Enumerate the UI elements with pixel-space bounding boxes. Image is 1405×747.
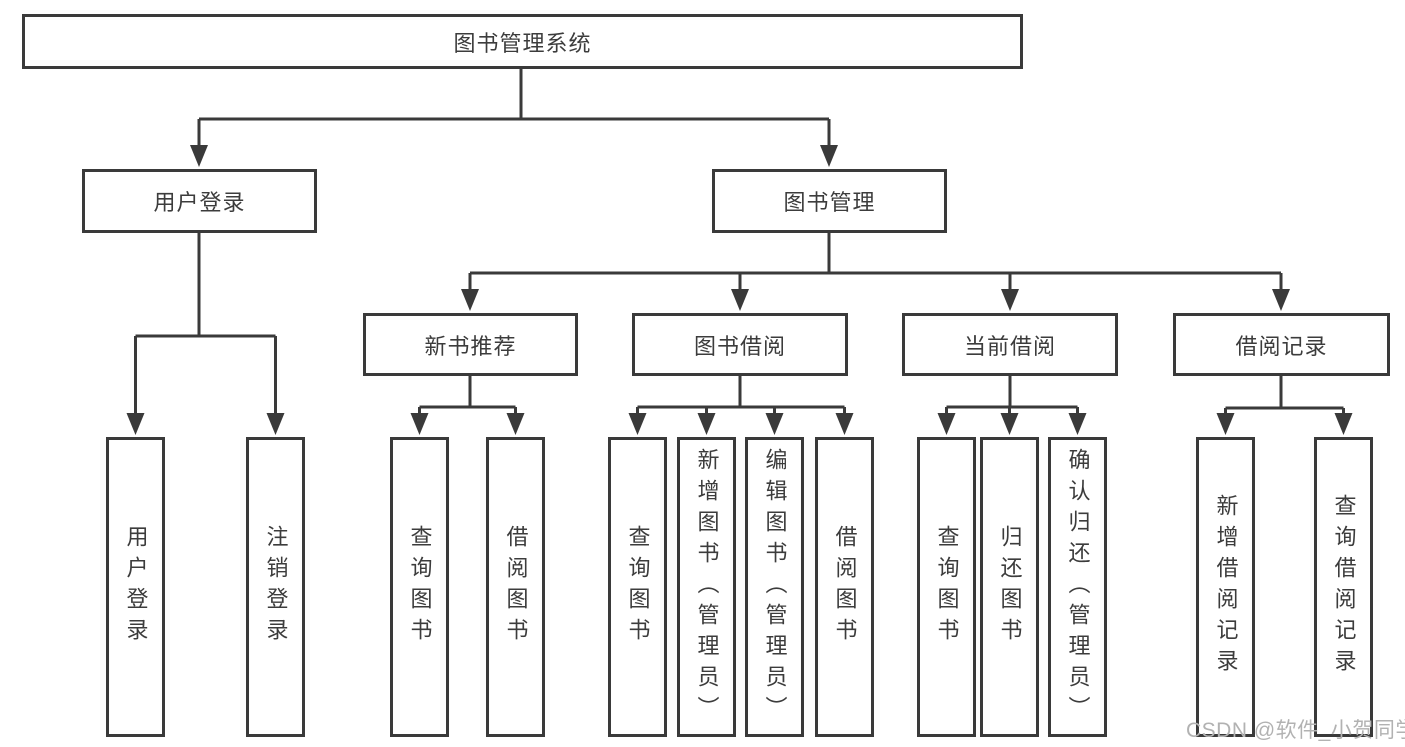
leaf-edit-book-admin: 编辑图书（管理员）	[745, 437, 804, 737]
connector-root-to-level1	[197, 68, 831, 147]
node-label: 查询图书	[934, 525, 960, 649]
node-label: 图书管理	[783, 190, 876, 215]
node-label: 新增图书（管理员）	[694, 447, 720, 727]
arrowhead	[266, 413, 285, 435]
connector-new-book-group	[418, 376, 517, 415]
leaf-add-book-admin: 新增图书（管理员）	[677, 437, 736, 737]
node-label: 用户登录	[153, 190, 246, 215]
leaf-query-borrow-record: 查询借阅记录	[1314, 437, 1373, 737]
node-label: 查询图书	[625, 525, 651, 649]
connector-user-login-group	[134, 233, 277, 415]
arrowhead	[628, 413, 647, 435]
node-user-login: 用户登录	[82, 169, 317, 233]
node-label: 借阅图书	[503, 525, 529, 649]
arrowhead	[461, 289, 479, 311]
node-label: 当前借阅	[963, 333, 1056, 359]
node-label: 注销登录	[263, 525, 289, 649]
connector-current-borrow-group	[945, 376, 1079, 415]
arrowhead	[1068, 413, 1087, 435]
arrowhead	[506, 413, 525, 435]
arrowhead	[1272, 289, 1290, 311]
leaf-add-borrow-record: 新增借阅记录	[1196, 437, 1255, 737]
leaf-borrow-books-under-book-borrowing: 借阅图书	[815, 437, 874, 737]
node-label: 借阅图书	[832, 525, 858, 649]
leaf-query-books-under-book-borrowing: 查询图书	[608, 437, 667, 737]
node-label: 借阅记录	[1235, 333, 1328, 359]
arrowhead	[410, 413, 429, 435]
arrowhead	[1001, 289, 1019, 311]
connector-borrow-records-group	[1224, 376, 1345, 415]
leaf-logout: 注销登录	[246, 437, 305, 737]
node-label: 编辑图书（管理员）	[762, 447, 788, 727]
connector-book-mgmt-to-level2	[468, 233, 1283, 291]
node-book-management: 图书管理	[712, 169, 947, 233]
arrowhead	[937, 413, 956, 435]
node-current-borrowing: 当前借阅	[902, 313, 1118, 376]
leaf-borrow-books-under-new-book: 借阅图书	[486, 437, 545, 737]
node-label: 确认归还（管理员）	[1065, 447, 1091, 727]
node-label: 查询图书	[407, 525, 433, 649]
arrowhead	[835, 413, 854, 435]
node-label: 新书推荐	[424, 333, 517, 359]
node-label: 查询借阅记录	[1331, 494, 1357, 680]
connector-book-borrow-group	[636, 376, 846, 415]
arrowhead	[1216, 413, 1235, 435]
leaf-query-books-under-new-book: 查询图书	[390, 437, 449, 737]
node-book-borrowing: 图书借阅	[632, 313, 848, 376]
arrowhead	[126, 413, 145, 435]
node-label: 图书管理系统	[453, 30, 592, 56]
arrowhead	[820, 145, 838, 167]
arrowhead	[697, 413, 716, 435]
leaf-return-books: 归还图书	[980, 437, 1039, 737]
node-label: 图书借阅	[693, 333, 786, 359]
arrowhead	[1000, 413, 1019, 435]
node-new-book-recommendation: 新书推荐	[363, 313, 578, 376]
node-label: 新增借阅记录	[1213, 494, 1239, 680]
node-label: 用户登录	[123, 525, 149, 649]
node-book-management-system: 图书管理系统	[22, 14, 1023, 69]
arrowhead	[765, 413, 784, 435]
arrowhead	[1334, 413, 1353, 435]
arrowhead	[190, 145, 208, 167]
arrowheads	[126, 145, 1353, 435]
leaf-user-login: 用户登录	[106, 437, 165, 737]
node-borrowing-records: 借阅记录	[1173, 313, 1390, 376]
leaf-query-books-under-current-borrowing: 查询图书	[917, 437, 976, 737]
arrowhead	[731, 289, 749, 311]
csdn-watermark: CSDN @软件_小贺同学	[1186, 719, 1405, 742]
node-label: 归还图书	[997, 525, 1023, 649]
leaf-confirm-return-admin: 确认归还（管理员）	[1048, 437, 1107, 737]
